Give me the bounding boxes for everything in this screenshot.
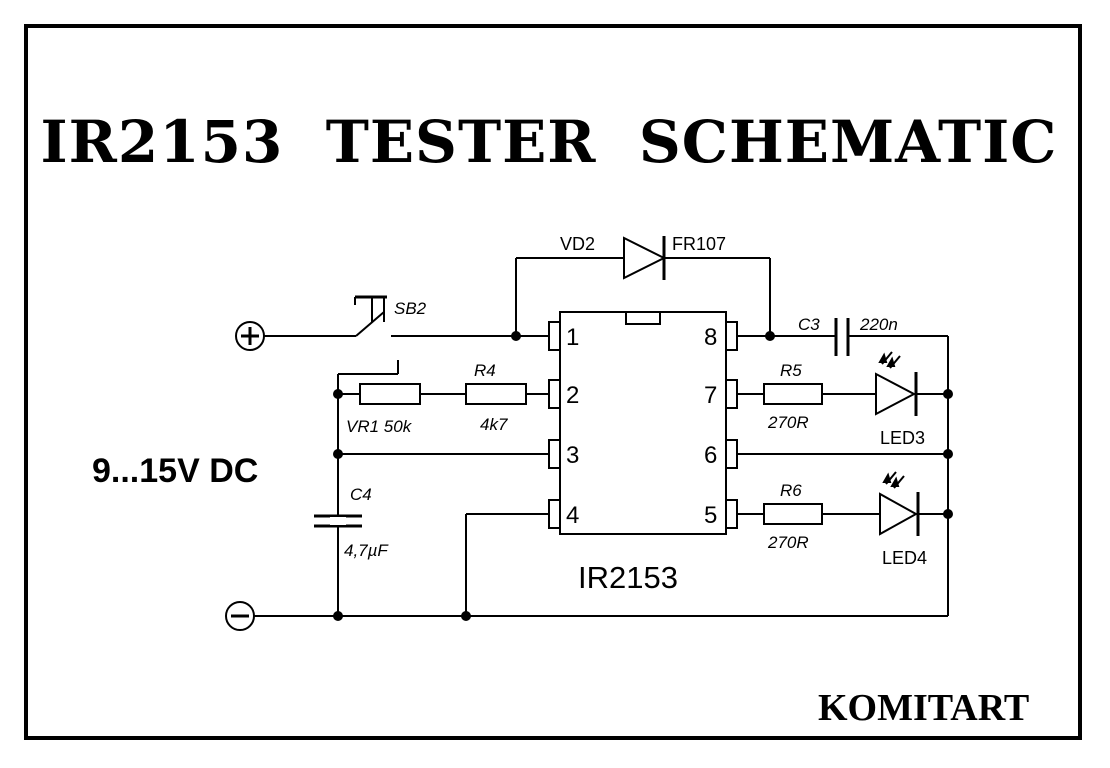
push-button-switch — [354, 295, 549, 337]
trimmer-vr1 — [359, 383, 421, 405]
c3-value: 220n — [859, 315, 898, 334]
pin-6-lead — [725, 439, 738, 469]
ic-body — [559, 311, 727, 535]
pin-4-number: 4 — [566, 502, 579, 529]
led4 — [879, 492, 920, 536]
led3 — [875, 372, 918, 416]
pin-6-number: 6 — [704, 442, 717, 469]
diode-vd2 — [623, 236, 667, 280]
ic-notch — [625, 311, 661, 325]
pin-7-lead — [725, 379, 738, 409]
author-label: KOMITART — [818, 687, 1030, 729]
capacitor-c3 — [834, 318, 850, 356]
drawing-frame — [24, 24, 1082, 740]
ic-name-label: IR2153 — [578, 560, 678, 595]
diode-ref: VD2 — [560, 234, 595, 254]
schematic-title: IR2153 TESTER SCHEMATIC — [40, 108, 1058, 176]
r6-value: 270R — [767, 533, 809, 552]
c4-ref: C4 — [350, 485, 372, 504]
pin-3-number: 3 — [566, 442, 579, 469]
led3-ref: LED3 — [880, 428, 925, 448]
pin-5-number: 5 — [704, 502, 717, 529]
pin-4-lead — [548, 499, 561, 529]
pin-1-number: 1 — [566, 324, 579, 351]
resistor-r4 — [465, 383, 527, 405]
resistor-r5 — [763, 383, 823, 405]
junction-dots — [333, 331, 953, 621]
r6-ref: R6 — [780, 481, 802, 500]
c4-value: 4,7µF — [344, 541, 389, 560]
led4-ref: LED4 — [882, 548, 927, 568]
pin-2-number: 2 — [566, 382, 579, 409]
resistor-r6 — [763, 503, 823, 525]
r5-ref: R5 — [780, 361, 802, 380]
pin-7-number: 7 — [704, 382, 717, 409]
c3-ref: C3 — [798, 315, 820, 334]
supply-voltage-label: 9...15V DC — [92, 452, 259, 490]
diode-value: FR107 — [672, 234, 726, 254]
trimmer-label: VR1 50k — [346, 417, 413, 436]
pin-8-number: 8 — [704, 324, 717, 351]
pin-5-lead — [725, 499, 738, 529]
capacitor-c4 — [314, 514, 362, 528]
pin-3-lead — [548, 439, 561, 469]
pin-8-lead — [725, 321, 738, 351]
pin-1-lead — [548, 321, 561, 351]
r4-value: 4k7 — [480, 415, 508, 434]
r4-ref: R4 — [474, 361, 496, 380]
r5-value: 270R — [767, 413, 809, 432]
switch-ref: SB2 — [394, 299, 427, 318]
pin-2-lead — [548, 379, 561, 409]
